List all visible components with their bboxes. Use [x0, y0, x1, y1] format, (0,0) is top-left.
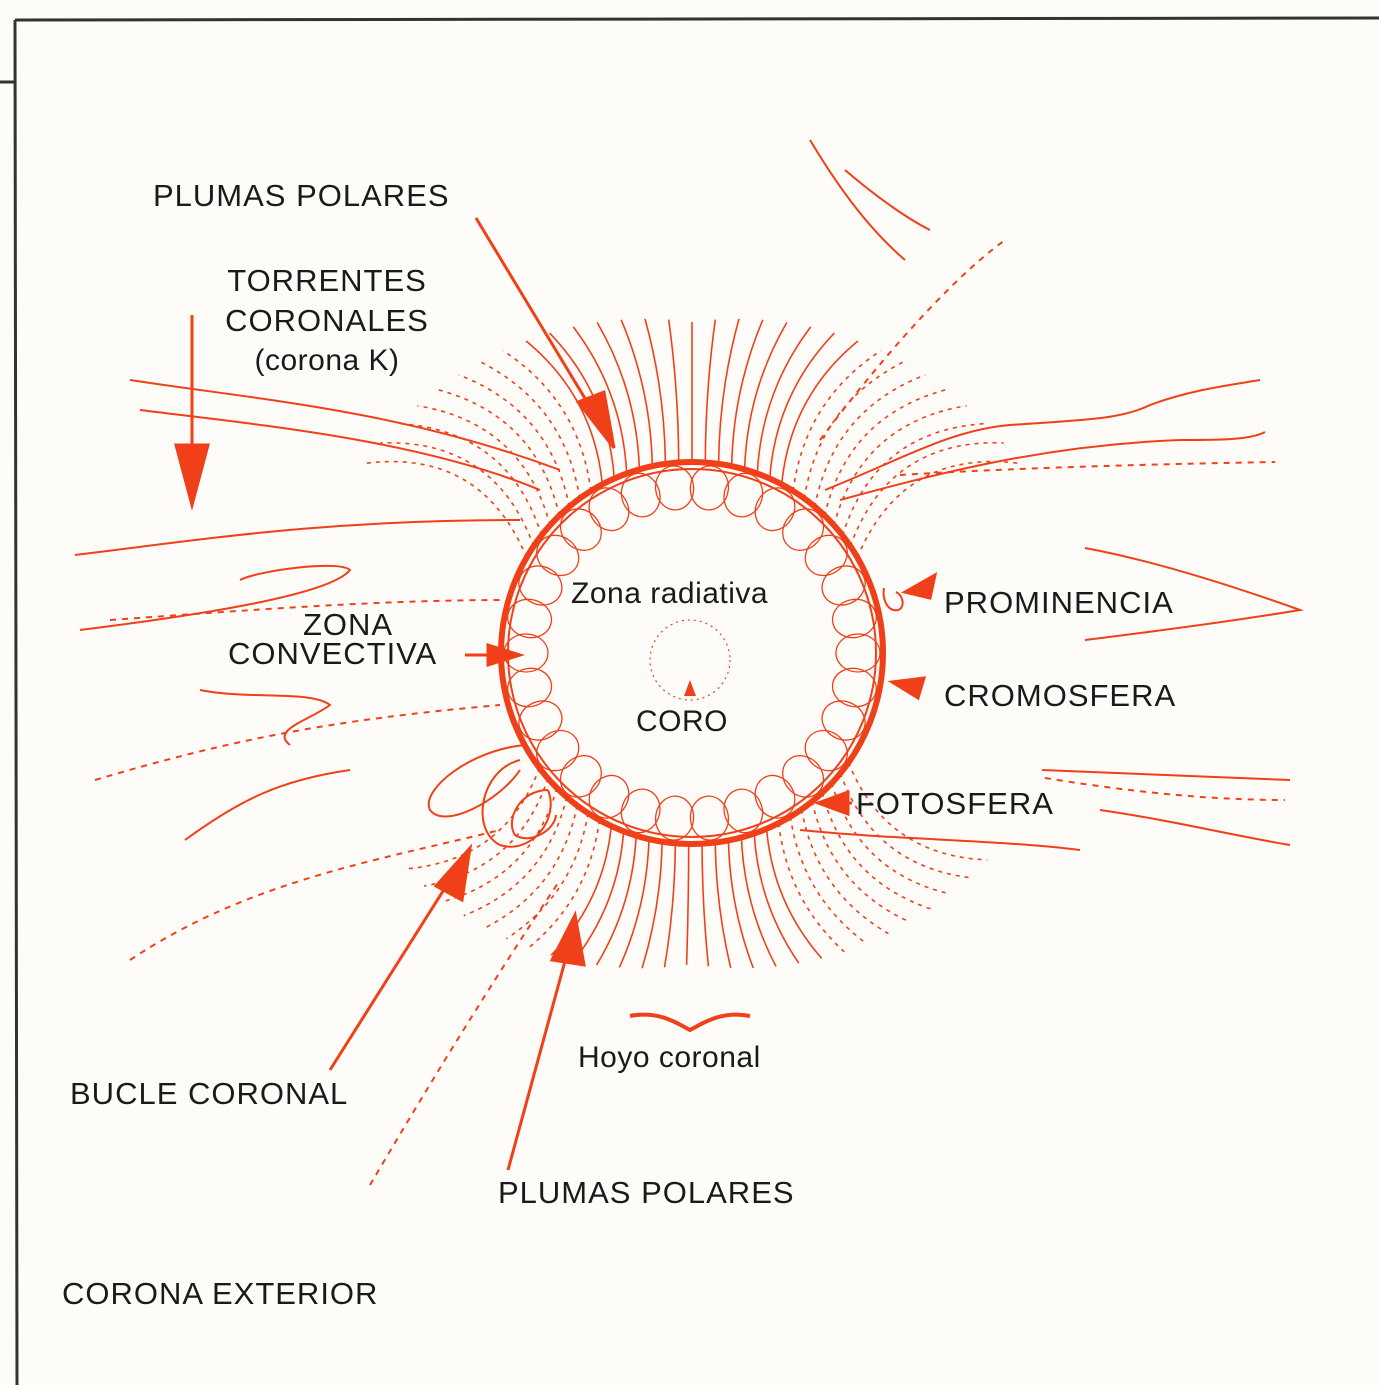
convective-cell	[774, 501, 832, 559]
plume-ray	[790, 817, 866, 944]
convective-cell	[797, 722, 855, 779]
label-fotosfera: FOTOSFERA	[856, 788, 1054, 819]
streamer-line	[820, 240, 1005, 440]
plume-ray	[745, 323, 787, 470]
plume-ray	[642, 842, 662, 969]
plume-ray	[459, 375, 570, 507]
streamer-line	[845, 170, 930, 230]
streamer-line	[800, 830, 1080, 850]
streamer-line	[810, 140, 905, 260]
plume-ray	[850, 443, 1003, 546]
plume-ray	[551, 826, 611, 955]
photosphere-ring	[501, 462, 883, 844]
plume-ray	[485, 806, 577, 929]
plume-ray	[529, 820, 600, 948]
plume-ray	[779, 823, 845, 952]
plume-ray	[728, 841, 753, 969]
streamer-line	[825, 380, 1260, 490]
label-corona-exterior: CORONA EXTERIOR	[62, 1278, 378, 1309]
plume-ray	[719, 319, 739, 464]
sun-body	[501, 462, 883, 844]
streamer-line	[200, 690, 330, 745]
streamer-line	[1100, 810, 1290, 845]
convective-cell	[552, 501, 610, 559]
label-cromosfera: CROMOSFERA	[944, 680, 1176, 711]
plume-ray	[621, 320, 652, 466]
plume-ray	[757, 327, 810, 474]
prominence-loop	[884, 588, 903, 610]
plume-ray	[754, 834, 799, 964]
arrow-plumas-top	[476, 218, 595, 415]
chromosphere-ring	[508, 469, 876, 837]
plume-ray	[503, 351, 591, 491]
label-coro: CORO	[636, 707, 728, 737]
convective-cell	[774, 747, 832, 805]
streamer-line	[95, 705, 500, 780]
streamer-line	[900, 462, 1275, 475]
plume-ray	[380, 443, 533, 546]
label-zona-radiativa: Zona radiativa	[571, 579, 768, 609]
label-torrentes-1: TORRENTES	[212, 265, 442, 296]
streamer-line	[370, 880, 560, 1185]
plume-ray	[793, 351, 881, 491]
plume-ray	[687, 844, 689, 965]
arrow-prominencia	[905, 575, 935, 598]
convective-cell	[552, 747, 610, 805]
streamer-line	[185, 770, 350, 840]
label-bucle-coronal: BUCLE CORONAL	[70, 1078, 348, 1109]
streamer-line	[75, 520, 520, 555]
plume-ray	[843, 424, 986, 536]
convective-cell	[836, 634, 880, 672]
plume-ray	[715, 843, 730, 968]
label-hoyo-coronal: Hoyo coronal	[578, 1043, 761, 1073]
plume-ray	[597, 836, 637, 965]
plume-ray	[802, 810, 889, 934]
plume-ray	[702, 844, 708, 967]
label-torrentes-3: (corona K)	[212, 346, 442, 376]
label-plumas-polares-bottom: PLUMAS POLARES	[498, 1177, 795, 1208]
plume-ray	[665, 843, 676, 967]
arrow-bucle	[330, 880, 450, 1070]
label-prominencia: PROMINENCIA	[944, 587, 1174, 618]
core-marker	[684, 680, 696, 696]
arrow-plumas-bottom	[508, 950, 568, 1170]
plume-ray	[732, 320, 763, 466]
label-plumas-polares-top: PLUMAS POLARES	[153, 180, 450, 211]
plume-ray	[669, 320, 679, 463]
plume-ray	[406, 768, 540, 869]
arrow-cromosfera	[892, 678, 924, 698]
streamer-line	[1042, 770, 1290, 780]
plume-ray	[857, 462, 1020, 558]
convective-cell	[529, 527, 587, 584]
convective-cells	[504, 464, 880, 842]
streamer-line	[1045, 778, 1285, 800]
arrow-head	[578, 392, 614, 448]
arrow-head	[176, 445, 208, 505]
plume-ray	[645, 319, 665, 464]
streamer-line	[130, 830, 500, 960]
plume-ray	[705, 320, 715, 463]
hoyo-coronal-brace	[630, 1015, 750, 1030]
arrow-head	[552, 915, 584, 965]
plume-ray	[767, 829, 822, 959]
label-torrentes-2: CORONALES	[212, 305, 442, 336]
streamer-line	[840, 432, 1265, 500]
label-zona-2: CONVECTIVA	[228, 638, 437, 669]
